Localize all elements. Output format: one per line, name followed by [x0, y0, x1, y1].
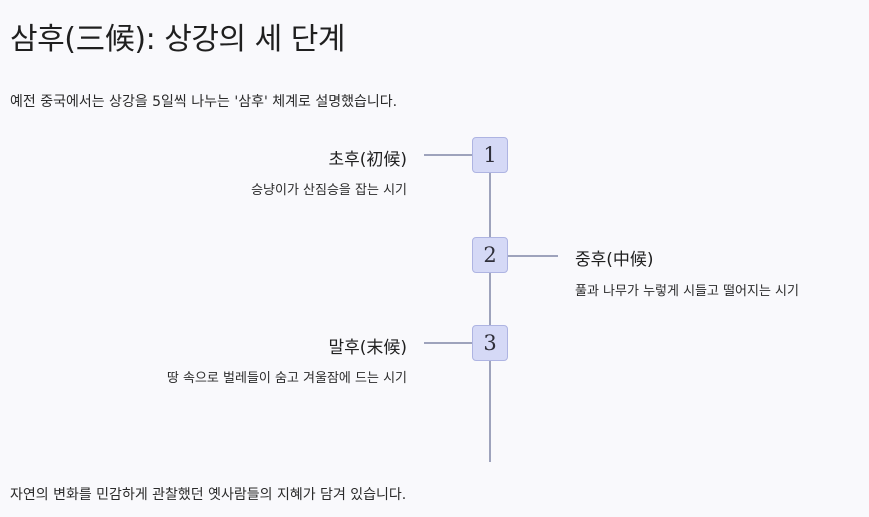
stage-3-title: 말후(末候)	[328, 338, 407, 358]
stage-2-description: 풀과 나무가 누렇게 시들고 떨어지는 시기	[575, 284, 799, 299]
timeline-axis	[489, 154, 491, 462]
outro-text: 자연의 변화를 민감하게 관찰했던 옛사람들의 지혜가 담겨 있습니다.	[10, 487, 407, 503]
intro-text: 예전 중국에서는 상강을 5일씩 나누는 '삼후' 체계로 설명했습니다.	[10, 94, 398, 110]
stage-1-connector	[424, 154, 473, 156]
page-title: 삼후(三候): 상강의 세 단계	[10, 22, 345, 57]
stage-3-connector	[424, 342, 473, 344]
stage-2-number-box: 2	[472, 237, 508, 273]
stage-3-description: 땅 속으로 벌레들이 숨고 겨울잠에 드는 시기	[166, 371, 407, 386]
stage-2-title: 중후(中候)	[575, 250, 654, 270]
stage-2-connector	[508, 255, 558, 257]
stage-1-number-box: 1	[472, 137, 508, 173]
stage-1-description: 승냥이가 산짐승을 잡는 시기	[251, 183, 407, 198]
stage-1-title: 초후(初候)	[328, 150, 407, 170]
stage-3-number-box: 3	[472, 325, 508, 361]
